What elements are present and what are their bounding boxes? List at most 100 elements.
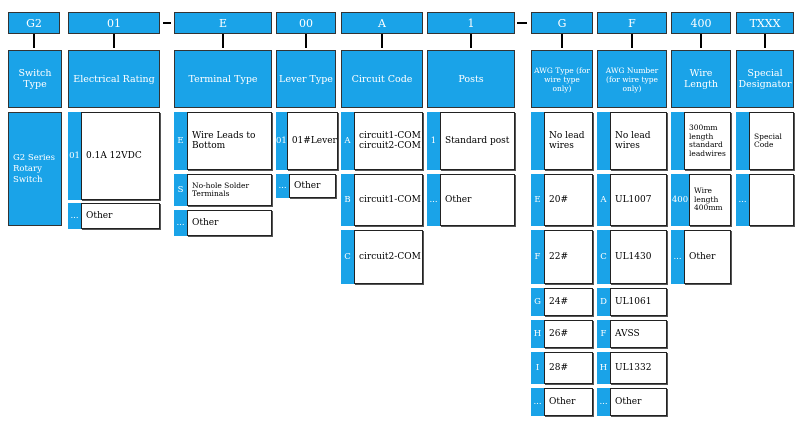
- option-label: UL1430: [610, 230, 667, 284]
- option-awg-number-3: D UL1061: [597, 288, 667, 316]
- stem: [222, 34, 224, 48]
- option-terminal-type-0: E Wire Leads to Bottom: [174, 112, 272, 170]
- option-awg-number-1: A UL1007: [597, 174, 667, 226]
- stem: [764, 34, 766, 48]
- option-label: Wire Leads to Bottom: [187, 112, 272, 170]
- option-label: 22#: [544, 230, 593, 284]
- stem: [700, 34, 702, 48]
- option-key: I: [531, 352, 544, 384]
- option-label: Standard post: [440, 112, 515, 170]
- option-awg-type-5: I 28#: [531, 352, 593, 384]
- option-awg-type-6: ... Other: [531, 388, 593, 416]
- header-special-designator: Special Designator: [736, 50, 794, 108]
- stem: [381, 34, 383, 48]
- option-label: Other: [81, 203, 160, 229]
- option-label: 0.1A 12VDC: [81, 112, 160, 200]
- option-key: ...: [736, 174, 749, 226]
- option-posts-1: ... Other: [427, 174, 515, 226]
- option-electrical-rating-1: ... Other: [68, 203, 160, 229]
- option-label: Wire length 400mm: [689, 174, 731, 226]
- option-label: 28#: [544, 352, 593, 384]
- option-label: Other: [684, 230, 731, 284]
- option-electrical-rating-0: 01 0.1A 12VDC: [68, 112, 160, 200]
- option-key: S: [174, 174, 187, 206]
- header-wire-length: Wire Length: [671, 50, 731, 108]
- option-label: Other: [440, 174, 515, 226]
- option-awg-number-2: C UL1430: [597, 230, 667, 284]
- code-awg-type: G: [531, 12, 593, 34]
- option-circuit-code-1: B circuit1-COM: [341, 174, 423, 226]
- option-circuit-code-2: C circuit2-COM: [341, 230, 423, 284]
- option-key: E: [531, 174, 544, 226]
- option-awg-type-4: H 26#: [531, 320, 593, 348]
- option-key: B: [341, 174, 354, 226]
- option-awg-type-2: F 22#: [531, 230, 593, 284]
- code-awg-number: F: [597, 12, 667, 34]
- stem: [631, 34, 633, 48]
- option-key: ...: [427, 174, 440, 226]
- stem: [113, 34, 115, 48]
- option-key: 400: [671, 174, 689, 226]
- connector-dash: [517, 22, 527, 24]
- option-key: C: [341, 230, 354, 284]
- header-electrical-rating: Electrical Rating: [68, 50, 160, 108]
- option-label: [749, 174, 794, 226]
- header-lever-type: Lever Type: [276, 50, 336, 108]
- option-lever-type-0: 01 01#Lever: [276, 112, 338, 170]
- option-wire-length-0: 300mm length standard leadwires: [671, 112, 731, 170]
- option-key: ...: [531, 388, 544, 416]
- option-key: [531, 112, 544, 170]
- option-key: ...: [68, 203, 81, 229]
- option-awg-type-0: No lead wires: [531, 112, 593, 170]
- option-label: circuit1-COM circuit2-COM: [354, 112, 423, 170]
- option-lever-type-1: ... Other: [276, 174, 336, 198]
- option-posts-0: 1 Standard post: [427, 112, 515, 170]
- code-lever-type: 00: [276, 12, 336, 34]
- option-key: ...: [671, 230, 684, 284]
- header-awg-number: AWG Number (for wire type only): [597, 50, 667, 108]
- option-key: A: [597, 174, 610, 226]
- option-terminal-type-1: S No-hole Solder Terminals: [174, 174, 272, 206]
- option-key: [736, 112, 749, 170]
- stem: [561, 34, 563, 48]
- option-key: [597, 112, 610, 170]
- connector-dash: [163, 22, 171, 24]
- option-label: No lead wires: [610, 112, 667, 170]
- option-key: H: [531, 320, 544, 348]
- stem: [305, 34, 307, 48]
- header-awg-type: AWG Type (for wire type only): [531, 50, 593, 108]
- option-wire-length-2: ... Other: [671, 230, 731, 284]
- option-label: Special Code: [749, 112, 794, 170]
- code-wire-length: 400: [671, 12, 731, 34]
- option-key: F: [531, 230, 544, 284]
- option-key: 01: [68, 112, 81, 200]
- code-terminal-type: E: [174, 12, 272, 34]
- option-key: D: [597, 288, 610, 316]
- option-label: UL1007: [610, 174, 667, 226]
- option-key: ...: [597, 388, 610, 416]
- code-switch-type: G2: [8, 12, 60, 34]
- option-awg-number-5: H UL1332: [597, 352, 667, 384]
- option-terminal-type-2: ... Other: [174, 210, 272, 236]
- option-key: E: [174, 112, 187, 170]
- option-key: C: [597, 230, 610, 284]
- option-label: Other: [289, 174, 336, 198]
- option-label: 01#Lever: [286, 112, 338, 170]
- option-label: Other: [544, 388, 593, 416]
- option-label: circuit1-COM: [354, 174, 423, 226]
- option-key: 1: [427, 112, 440, 170]
- code-electrical-rating: 01: [68, 12, 160, 34]
- option-label: AVSS: [610, 320, 667, 348]
- option-label: No lead wires: [544, 112, 593, 170]
- option-key: 01: [276, 112, 287, 170]
- option-key: G: [531, 288, 544, 316]
- option-key: [671, 112, 684, 170]
- stem: [470, 34, 472, 48]
- option-label: 20#: [544, 174, 593, 226]
- option-circuit-code-0: A circuit1-COM circuit2-COM: [341, 112, 423, 170]
- option-label: UL1332: [610, 352, 667, 384]
- option-key: ...: [276, 174, 289, 198]
- option-key: ...: [174, 210, 187, 236]
- header-posts: Posts: [427, 50, 515, 108]
